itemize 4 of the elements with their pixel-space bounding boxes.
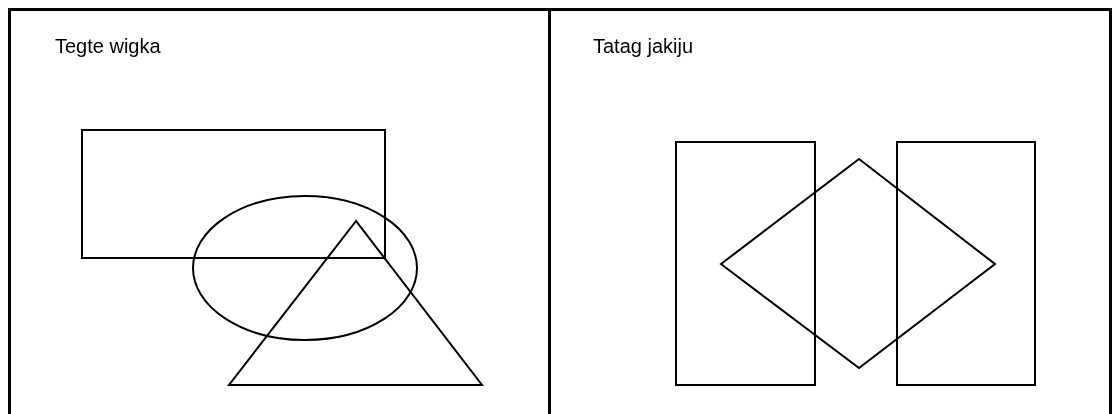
panel-heading: Tegte wigka bbox=[55, 35, 161, 58]
panel bbox=[548, 8, 1112, 414]
panel-heading: Tatag jakiju bbox=[593, 35, 694, 58]
panel bbox=[8, 8, 551, 414]
